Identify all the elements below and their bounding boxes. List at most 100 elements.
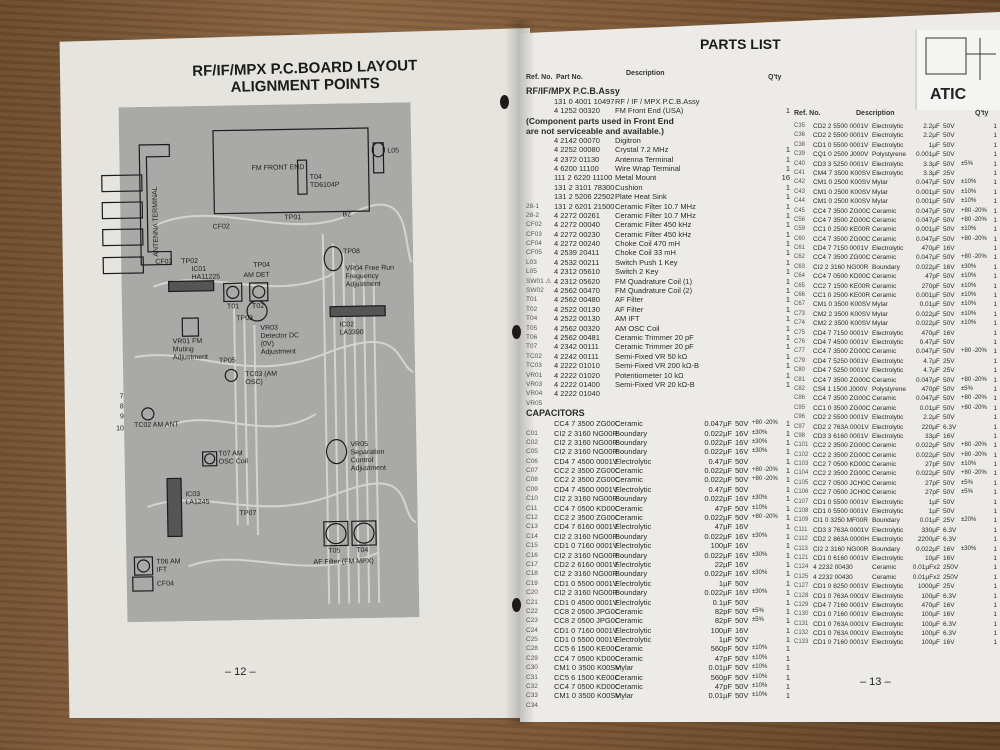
cell-volt: 50V: [943, 451, 955, 459]
cell-ref: C25: [526, 636, 538, 644]
cell-tol: [752, 164, 779, 173]
cell-val: 0.047µF: [916, 207, 940, 215]
cell-ref: C19: [526, 579, 538, 587]
cell-qty: 1: [993, 517, 997, 525]
cell-desc: Ceramic: [872, 376, 897, 384]
header-qty: Q'ty: [768, 74, 782, 81]
cell-qty: 1: [993, 320, 997, 328]
cell-qty: 1: [785, 314, 790, 324]
cell-qty: 1: [785, 606, 790, 616]
cell-tol: ±20%: [961, 517, 977, 524]
cell-tol: ±10%: [961, 310, 977, 317]
cell-ref: [526, 106, 553, 115]
cell-val: 100µF: [710, 625, 732, 635]
parts-list-title: PARTS LIST: [700, 36, 781, 52]
cell-desc: Ceramic: [872, 461, 897, 469]
label-ic03: IC03 LA1245: [185, 490, 210, 507]
cell-val: 0.047µF: [916, 179, 940, 187]
cell-volt: 25V: [943, 169, 955, 177]
cell-volt: 16V: [735, 541, 749, 551]
cell-val: 470µF: [921, 245, 940, 253]
cell-part: CC1 0 2500 KE00R: [813, 226, 871, 234]
cell-val: 0.01µF: [919, 517, 940, 525]
cell-ref: C18: [526, 570, 538, 578]
label-vr03: VR03 Detector DC (0V) Adjustment: [260, 324, 300, 356]
cell-tol: [961, 629, 988, 638]
cell-tol: [752, 145, 779, 154]
label-pin-9: 9: [119, 413, 124, 421]
cell-part: CM1 0 3500 K00SV: [554, 691, 621, 701]
label-t04: T04: [356, 547, 369, 555]
cell-ref: C45: [794, 207, 806, 214]
cell-volt: [735, 192, 751, 201]
cell-volt: [735, 258, 751, 267]
cell-part: CC4 7 3500 ZG00C: [813, 395, 871, 403]
cell-desc: Ceramic: [615, 616, 643, 626]
cell-part: CD1 0 5500 0001V: [813, 141, 869, 149]
cell-qty: 1: [993, 348, 997, 356]
label-t07: T07 AM OSC Coil: [218, 450, 248, 466]
cell-val: 82pF: [714, 616, 732, 626]
cell-qty: 1: [785, 342, 790, 352]
cell-volt: 50V: [943, 207, 955, 215]
cell-val: 0.022µF: [704, 447, 732, 457]
cell-val: [702, 239, 734, 248]
cell-ref: CF05: [526, 249, 542, 257]
cell-ref: T07: [526, 343, 538, 351]
cell-qty: [780, 389, 790, 398]
cell-volt: [735, 164, 751, 173]
right-page-number: – 13 –: [860, 676, 891, 688]
cell-qty: 1: [993, 592, 997, 600]
cell-ref: C113: [794, 545, 808, 552]
cell-tol: [752, 258, 779, 267]
cell-tol: ±5%: [961, 479, 973, 486]
cell-part: 4 2539 20411: [554, 248, 600, 258]
cell-part: CD1 0 4500 0001V: [554, 597, 618, 607]
cell-desc: Electrolytic: [872, 132, 904, 140]
cell-ref: C33: [526, 692, 538, 700]
cell-ref: C62: [794, 254, 806, 261]
cell-part: CC4 7 0500 KD00C: [813, 273, 871, 281]
cell-desc: Ceramic: [872, 226, 897, 234]
cell-val: 100µF: [921, 620, 940, 628]
cell-desc: Mylar: [615, 691, 634, 701]
cell-qty: 1: [785, 248, 790, 258]
cell-part: 4 6200 11100: [554, 163, 599, 173]
cell-tol: [961, 423, 988, 432]
cell-tol: [961, 601, 988, 610]
cell-desc: Digitron: [615, 135, 641, 145]
cell-part: CD2 2 5500 0001V: [813, 123, 869, 130]
cell-val: 0.022µF: [704, 588, 732, 598]
cell-tol: +80 -20%: [752, 514, 778, 521]
cell-tol: [752, 286, 779, 295]
cell-desc: Ceramic Trimmer 20 pF: [615, 332, 694, 342]
cell-part: CC4 7 0500 KD00C: [554, 682, 621, 692]
cell-val: 27pF: [925, 489, 940, 497]
cell-val: [702, 277, 734, 286]
cell-part: 4 2232 00430: [813, 564, 853, 572]
cell-volt: 50V: [943, 301, 955, 309]
cell-qty: 1: [993, 376, 997, 384]
cell-volt: [735, 136, 751, 145]
cell-part: CI2 2 3160 NG00R: [813, 545, 869, 553]
cell-val: 47pF: [714, 682, 732, 692]
cell-tol: [752, 399, 779, 408]
label-t01: T01: [226, 303, 240, 311]
cell-qty: 1: [785, 484, 790, 494]
cell-part: CD4 7 4500 0001V: [554, 456, 618, 466]
